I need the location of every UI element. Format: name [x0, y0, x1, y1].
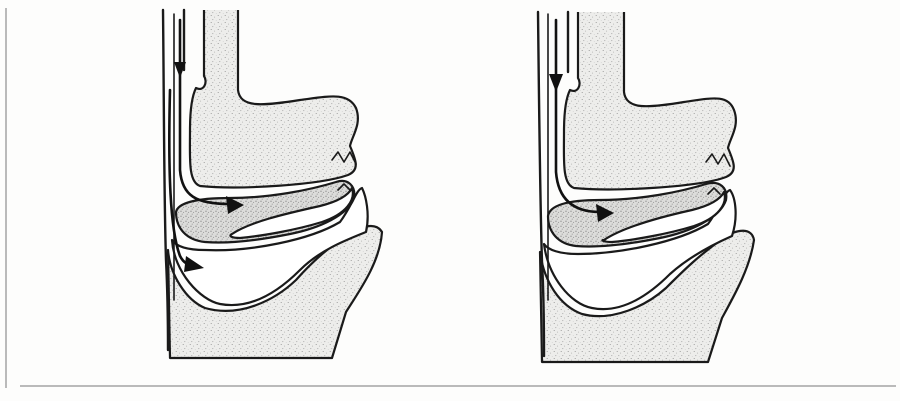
right-flow-arrowhead-entry	[549, 74, 563, 92]
right-panel	[538, 12, 754, 362]
left-panel	[163, 10, 382, 358]
left-upper-block	[190, 10, 358, 187]
right-upper-block	[564, 12, 736, 189]
left-tube-outer-wall	[163, 10, 168, 350]
